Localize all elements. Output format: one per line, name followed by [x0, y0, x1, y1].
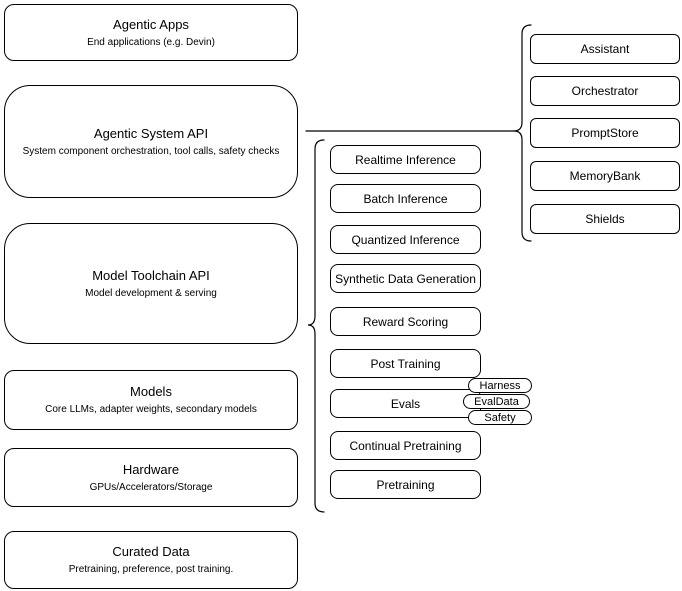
box-title: Agentic Apps — [113, 16, 189, 32]
system-box-orchestrator: Orchestrator — [530, 76, 680, 106]
box-subtitle: Core LLMs, adapter weights, secondary mo… — [45, 404, 257, 415]
box-subtitle: Pretraining, preference, post training. — [68, 564, 234, 575]
box-title: Model Toolchain API — [92, 267, 210, 283]
toolchain-brace — [307, 139, 325, 513]
system-box-assistant: Assistant — [530, 34, 680, 64]
eval-tag-evaldata: EvalData — [463, 394, 530, 409]
system-box-promptstore: PromptStore — [530, 118, 680, 148]
system-components-brace — [513, 24, 532, 242]
box-title: Agentic System API — [93, 125, 209, 141]
eval-tag-safety: Safety — [468, 410, 532, 425]
toolchain-box-pretraining: Pretraining — [330, 470, 481, 499]
box-models: Models Core LLMs, adapter weights, secon… — [4, 370, 298, 430]
box-title: Hardware — [122, 461, 180, 477]
box-subtitle: Model development & serving — [85, 287, 217, 299]
toolchain-box-batch-inference: Batch Inference — [330, 184, 481, 213]
eval-tag-harness: Harness — [468, 378, 532, 393]
box-curated-data: Curated Data Pretraining, preference, po… — [4, 531, 298, 589]
toolchain-box-post-training: Post Training — [330, 349, 481, 378]
toolchain-box-synthetic-data-generation: Synthetic Data Generation — [330, 264, 481, 293]
box-title: Curated Data — [112, 544, 190, 559]
box-agentic-apps: Agentic Apps End applications (e.g. Devi… — [4, 4, 298, 61]
system-box-shields: Shields — [530, 204, 680, 234]
box-subtitle: End applications (e.g. Devin) — [87, 36, 215, 48]
box-subtitle: GPUs/Accelerators/Storage — [89, 481, 213, 493]
box-agentic-system-api: Agentic System API System component orch… — [4, 85, 298, 198]
toolchain-box-quantized-inference: Quantized Inference — [330, 225, 481, 254]
system-box-memorybank: MemoryBank — [530, 161, 680, 191]
box-hardware: Hardware GPUs/Accelerators/Storage — [4, 448, 298, 507]
box-subtitle: System component orchestration, tool cal… — [22, 145, 280, 157]
box-model-toolchain-api: Model Toolchain API Model development & … — [4, 223, 298, 344]
toolchain-box-evals: Evals — [330, 389, 481, 418]
toolchain-box-realtime-inference: Realtime Inference — [330, 145, 481, 174]
toolchain-box-continual-pretraining: Continual Pretraining — [330, 431, 481, 460]
box-title: Models — [130, 384, 172, 399]
toolchain-box-reward-scoring: Reward Scoring — [330, 307, 481, 336]
